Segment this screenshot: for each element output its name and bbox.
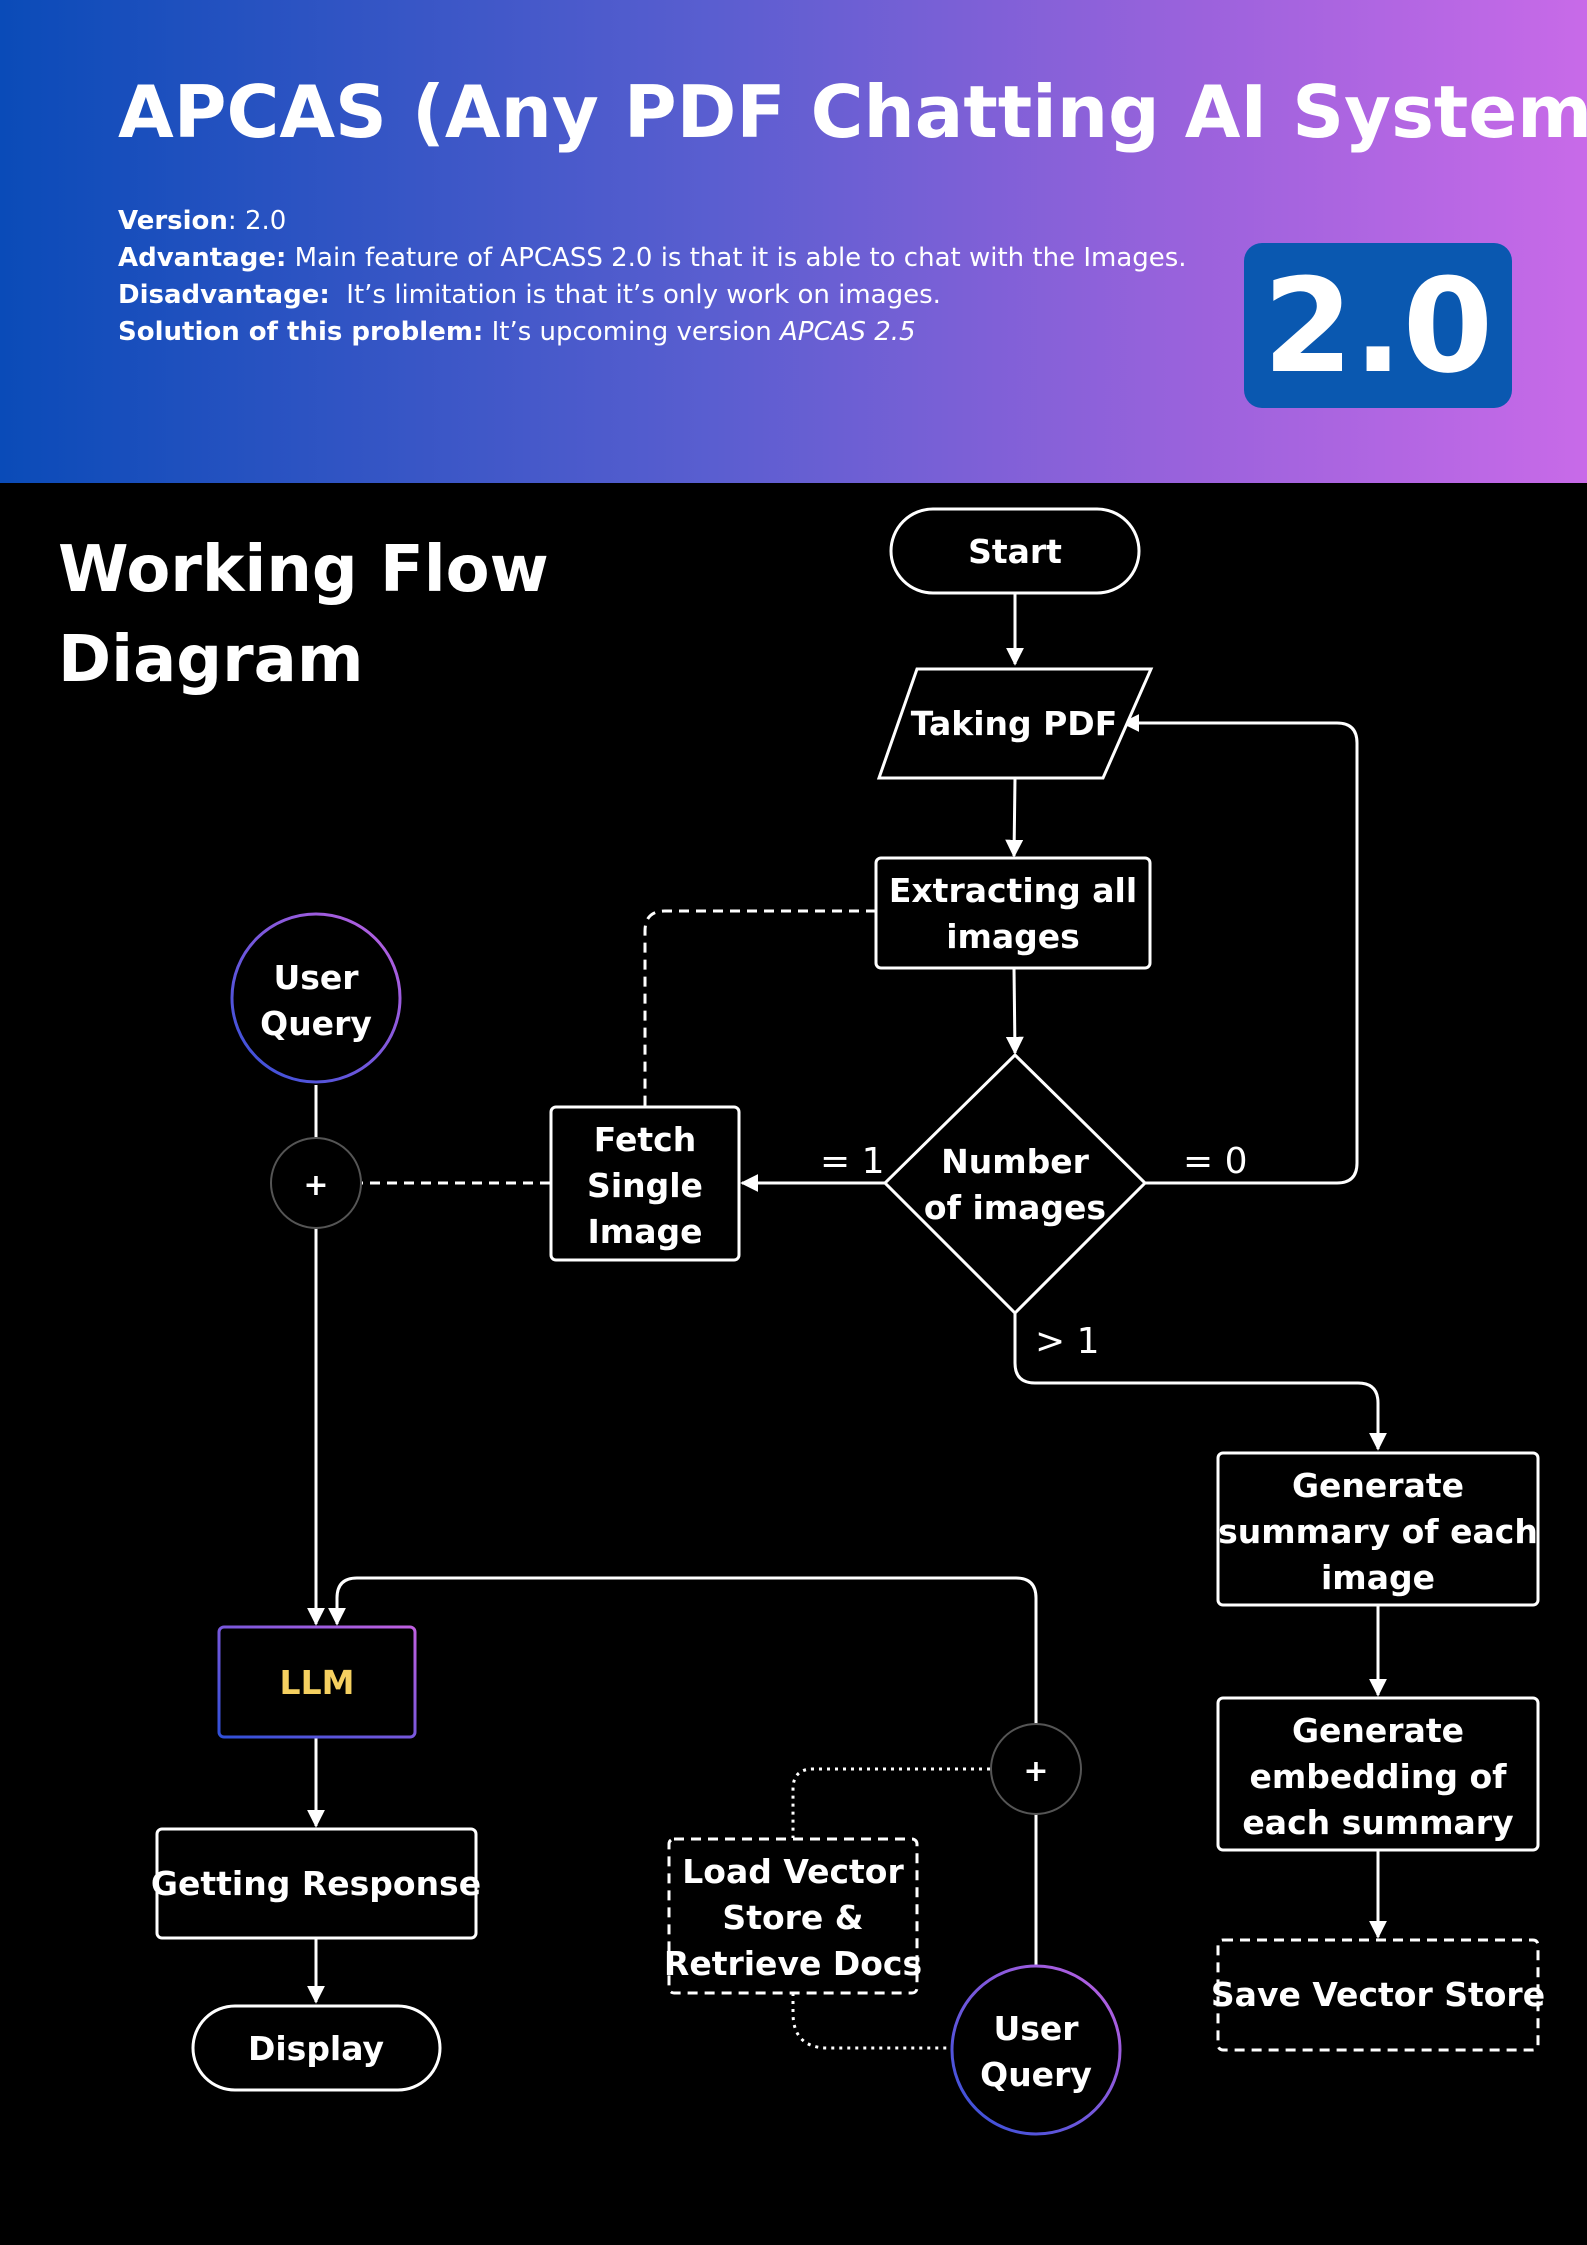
node-user-query-top-line1: User [273,958,359,997]
node-fetch-line2: Single [587,1166,703,1205]
version-value: : 2.0 [227,206,287,236]
flow-diagram: Working Flow Diagram [58,507,1545,2136]
solution-line: Solution of this problem: It’s upcoming … [118,317,916,347]
node-generate-embedding-line1: Generate [1292,1711,1464,1750]
node-generate-summary-line1: Generate [1292,1466,1464,1505]
node-extracting-line1: Extracting all [889,871,1137,910]
version-badge: 2.0 [1244,243,1512,408]
node-save-vector-store: Save Vector Store [1211,1938,1545,2052]
solution-label: Solution of this problem: [118,317,484,347]
dotted-edges [791,1767,990,2050]
node-load-vector-line1: Load Vector [682,1852,904,1891]
edge-plus-bottom-to-llm [328,1576,1038,1724]
node-generate-embedding-line3: each summary [1242,1803,1513,1842]
edge-label-greater-one: > 1 [1035,1321,1100,1362]
node-llm: LLM [217,1625,417,1739]
node-fetch-single-image: Fetch Single Image [549,1105,741,1262]
node-start: Start [889,507,1141,595]
node-generate-embedding: Generate embedding of each summary [1216,1696,1540,1852]
section-title-line1: Working Flow [58,533,549,607]
solution-text: It’s upcoming version [483,317,781,347]
advantage-text: Main feature of APCASS 2.0 is that it is… [286,243,1187,273]
node-user-query-bottom-line2: Query [980,2055,1092,2094]
node-generate-summary-line3: image [1321,1558,1435,1597]
node-getting-response-label: Getting Response [151,1864,481,1903]
node-getting-response: Getting Response [151,1827,481,1940]
node-taking-pdf: Taking PDF [876,667,1154,780]
advantage-label: Advantage: [118,243,287,273]
disadvantage-line: Disadvantage: It’s limitation is that it… [118,280,941,310]
node-load-vector-line2: Store & [722,1898,863,1937]
edge-label-equals-one: = 1 [820,1141,885,1182]
node-plus-bottom: + [990,1723,1082,1815]
node-user-query-top: User Query [230,912,402,1084]
header-banner: APCAS (Any PDF Chatting AI System) Versi… [0,0,1587,483]
flow-diagram-panel: Working Flow Diagram [0,483,1587,2245]
section-title-line2: Diagram [58,623,364,697]
edge-taking-pdf-to-extracting [1005,777,1024,858]
node-taking-pdf-label: Taking PDF [911,704,1118,743]
node-save-vector-store-label: Save Vector Store [1211,1975,1545,2014]
node-fetch-line3: Image [588,1212,703,1251]
node-llm-label: LLM [280,1663,355,1702]
node-extracting-images: Extracting all images [874,856,1152,970]
solution-version: APCAS 2.5 [780,317,916,347]
edge-decision-loop-to-taking-pdf [1121,714,1359,1185]
edge-extracting-to-decision [1005,967,1024,1055]
node-number-of-images: Number of images [882,1052,1148,1316]
node-display: Display [191,2004,442,2092]
edge-label-equals-zero: = 0 [1183,1141,1248,1182]
advantage-line: Advantage: Main feature of APCASS 2.0 is… [118,243,1187,273]
node-plus-top: + [270,1137,362,1229]
edge-decision-to-summary [1013,1313,1387,1451]
node-decision-line2: of images [924,1188,1106,1227]
edge-plus-bottom-to-load-vector [791,1767,990,1838]
version-label: Version [118,206,228,236]
node-display-label: Display [248,2029,384,2068]
node-extracting-line2: images [946,917,1080,956]
edges [307,593,1387,2004]
node-generate-embedding-line2: embedding of [1250,1757,1508,1796]
disadvantage-text: It’s limitation is that it’s only work o… [329,280,941,310]
node-load-vector-store: Load Vector Store & Retrieve Docs [664,1837,922,1995]
dashed-edges [362,909,876,1185]
node-load-vector-line3: Retrieve Docs [664,1944,922,1983]
disadvantage-label: Disadvantage: [118,280,330,310]
node-generate-summary: Generate summary of each image [1216,1451,1540,1607]
plus-bottom-icon: + [1023,1754,1048,1789]
node-decision-line1: Number [941,1142,1090,1181]
node-start-label: Start [968,532,1062,571]
node-generate-summary-line2: summary of each [1218,1512,1538,1551]
node-user-query-bottom: User Query [950,1964,1122,2136]
page-title: APCAS (Any PDF Chatting AI System) [118,70,1587,154]
version-line: Version: 2.0 [118,206,286,236]
node-fetch-line1: Fetch [594,1120,696,1159]
node-user-query-top-line2: Query [260,1004,372,1043]
edge-load-vector-to-user-query [791,1993,955,2050]
edge-extracting-to-fetch [643,909,876,1106]
plus-top-icon: + [303,1168,328,1203]
node-user-query-bottom-line1: User [993,2009,1079,2048]
